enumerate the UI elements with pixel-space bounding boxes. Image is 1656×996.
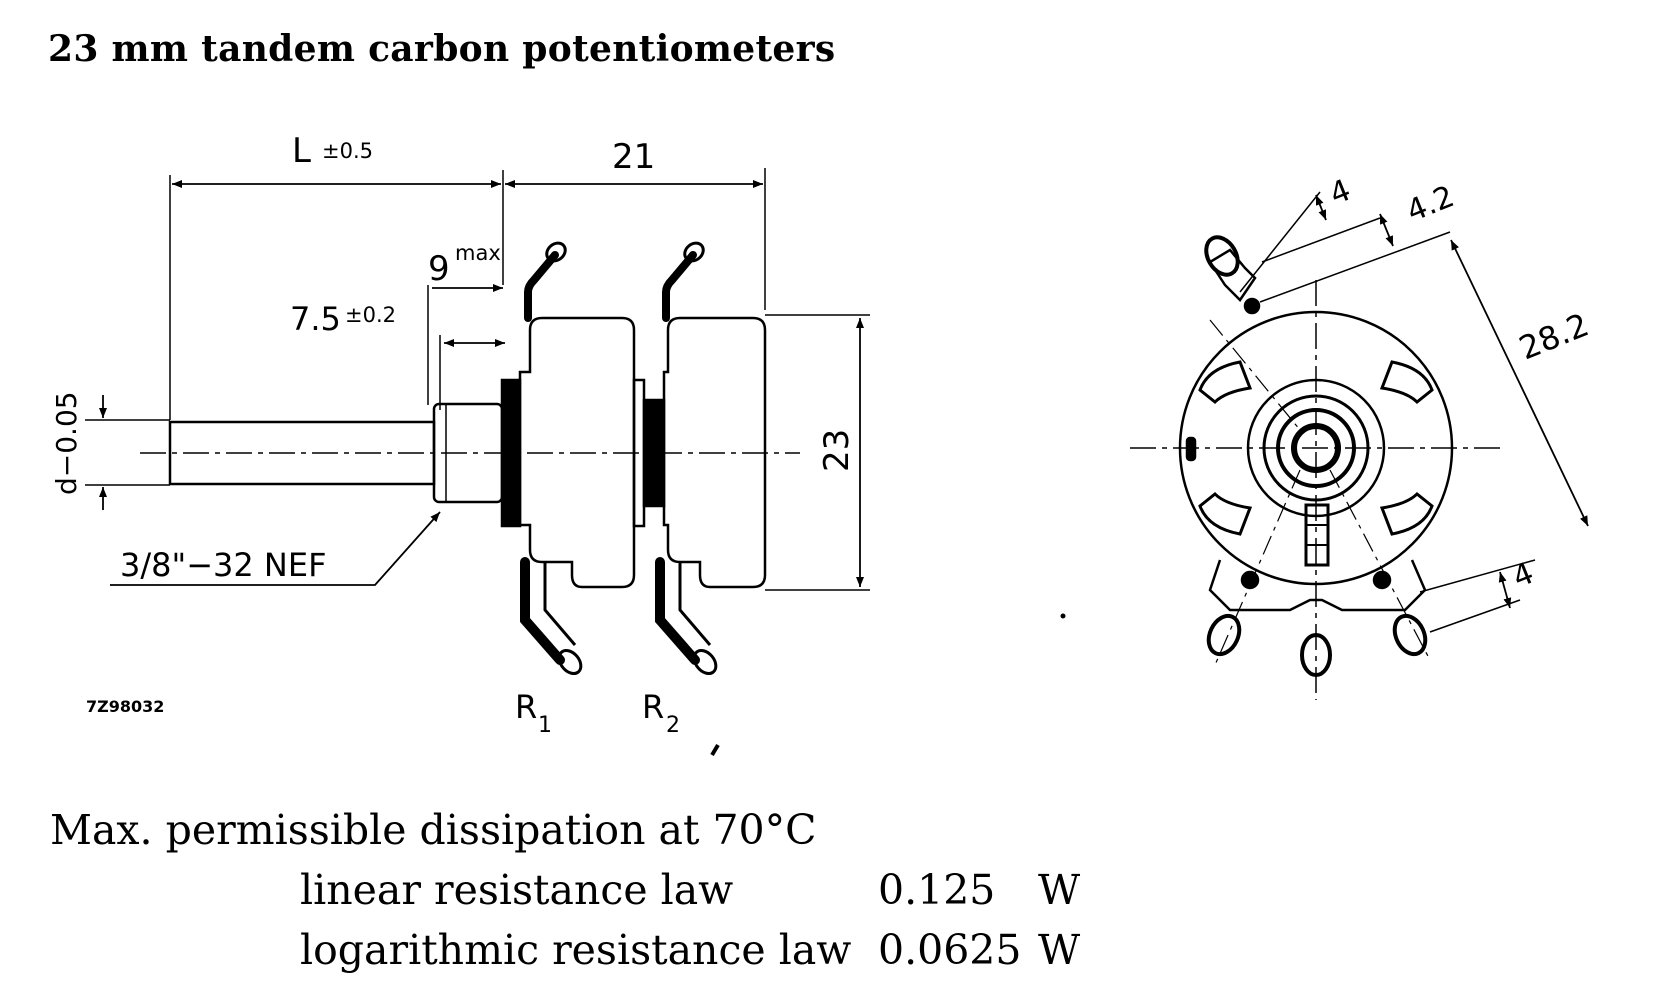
dim-line-4-top: [1315, 194, 1327, 221]
spec-row-value: 0.0625: [878, 926, 1022, 974]
dim-height-label: 23: [817, 429, 857, 472]
spec-row-value: 0.125: [878, 866, 996, 914]
label-r2: R: [642, 688, 664, 726]
dim-bush-max-label: 9: [428, 249, 450, 289]
dim-line-4.2: [1379, 213, 1394, 247]
drawing-code: 7Z98032: [86, 697, 164, 716]
dim-shaft-diameter-label: d−0.05: [50, 391, 83, 495]
spec-row-unit: W: [1038, 866, 1081, 914]
spec-row-unit: W: [1038, 926, 1081, 974]
dim-4-top-label: 4: [1325, 173, 1356, 213]
spec-row-label: linear resistance law: [300, 866, 734, 914]
dim-body-label: 21: [612, 137, 655, 177]
side-view: [85, 168, 870, 676]
dim-thread-len-tolerance: ±0.2: [345, 303, 396, 327]
spec-heading: Max. permissible dissipation at 70°C: [50, 806, 817, 854]
dim-thread-len-label: 7.5: [290, 300, 341, 338]
dim-bush-max-suffix: max: [455, 241, 501, 265]
dim-length-label: L: [292, 131, 311, 171]
dim-4-bottom-label: 4: [1508, 556, 1539, 596]
dim-4.2-label: 4.2: [1402, 179, 1459, 229]
spec-row-label: logarithmic resistance law: [300, 926, 852, 974]
label-r2-subscript: 2: [666, 713, 680, 738]
page-title: 23 mm tandem carbon potentiometers: [48, 28, 836, 70]
dim-line-28.2: [1450, 239, 1589, 527]
label-r1-subscript: 1: [538, 713, 552, 738]
front-view: [1130, 191, 1589, 700]
body-r1: [518, 316, 636, 589]
label-r1: R: [515, 688, 537, 726]
dim-line-4-bottom: [1498, 571, 1512, 609]
dim-28.2-label: 28.2: [1514, 305, 1594, 367]
thread-spec-label: 3/8"−32 NEF: [120, 546, 326, 584]
body-r2: [662, 316, 767, 589]
dim-length-tolerance: ±0.5: [322, 139, 373, 163]
